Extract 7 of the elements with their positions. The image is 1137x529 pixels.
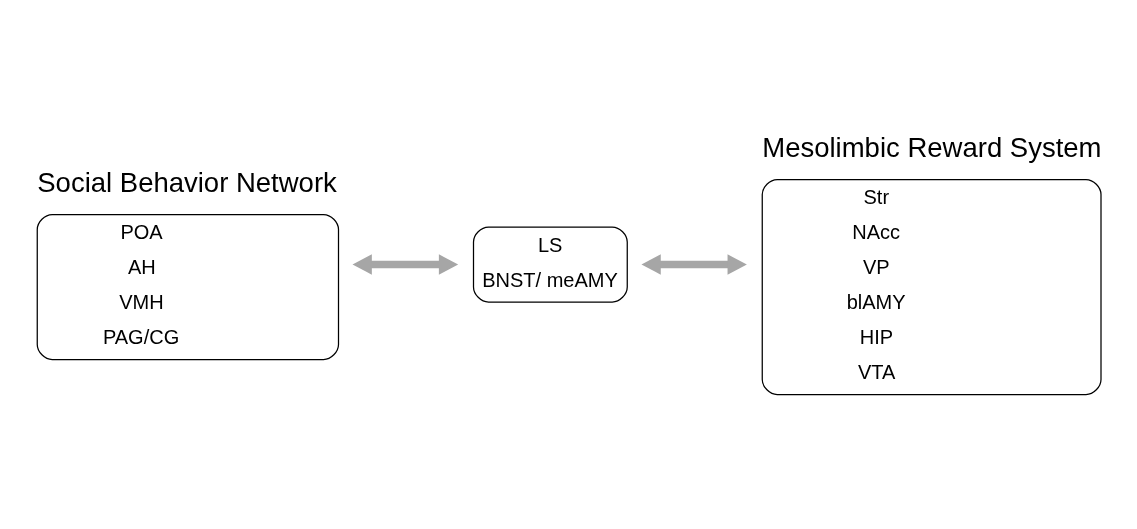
node-box: POA AH VMH PAG/CG [36,213,340,361]
node-box: LS BNST/ meAMY [472,226,628,303]
node-box: Str NAcc VP blAMY HIP VTA [761,178,1102,396]
arrow [641,254,747,275]
node-label: Social Behavior Network [37,166,337,198]
arrow [352,254,459,275]
node-label: Mesolimbic Reward System [762,131,1102,163]
